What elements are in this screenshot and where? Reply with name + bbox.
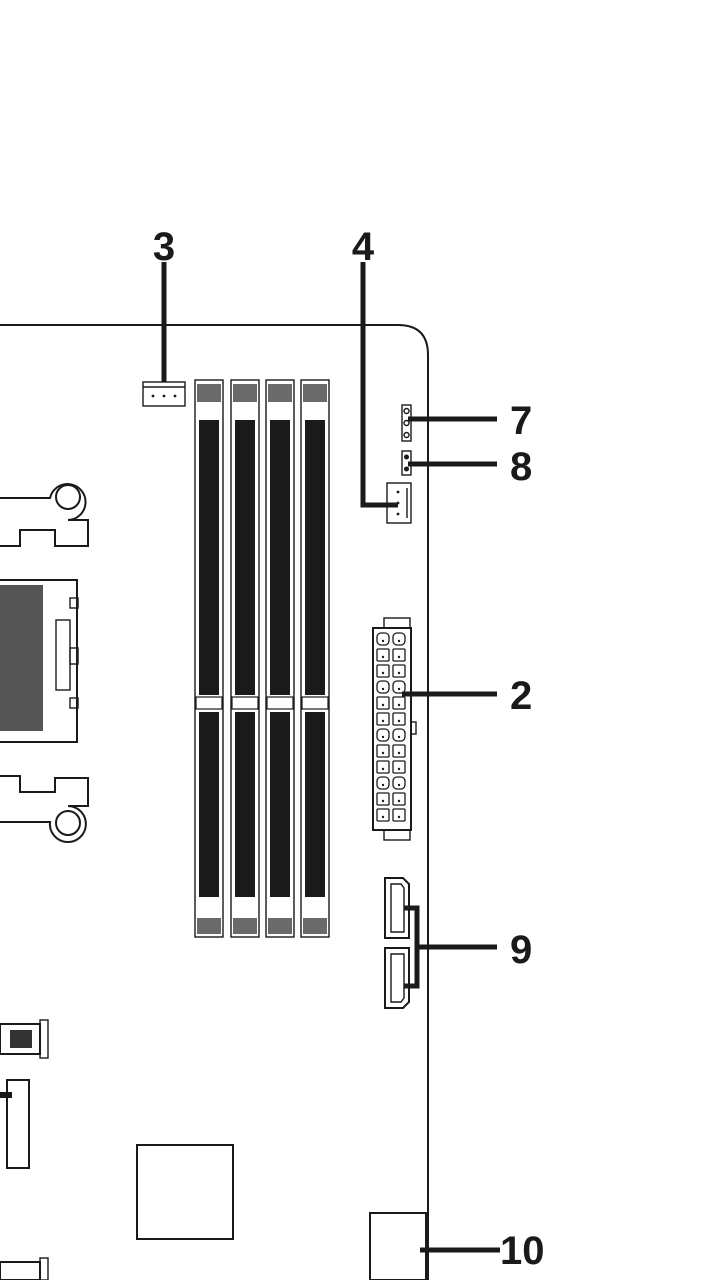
atx-pin-dot xyxy=(381,703,385,707)
small-connector-1 xyxy=(0,1019,49,1059)
cpu-bracket-top xyxy=(0,483,89,547)
atx-pin-dot xyxy=(381,799,385,803)
atx-pin xyxy=(376,712,390,726)
atx-pin-dot xyxy=(381,719,385,723)
callout-10: 10 xyxy=(500,1229,545,1273)
atx-pin-dot xyxy=(381,767,385,771)
atx-pin-dot xyxy=(397,815,401,819)
jumper-pins-7 xyxy=(401,404,412,442)
atx-pin xyxy=(392,760,406,774)
sata-port-2 xyxy=(384,947,410,1009)
atx-pin-dot xyxy=(397,703,401,707)
atx-pin xyxy=(376,680,390,694)
atx-pin xyxy=(392,808,406,822)
atx-pin xyxy=(392,632,406,646)
atx-pin xyxy=(392,664,406,678)
atx-pin xyxy=(392,680,406,694)
atx-pin-dot xyxy=(381,815,385,819)
atx-pin xyxy=(392,648,406,662)
atx-pin xyxy=(392,696,406,710)
atx-pin xyxy=(376,664,390,678)
atx-pin-dot xyxy=(397,655,401,659)
atx-pin xyxy=(376,760,390,774)
vertical-slot xyxy=(0,1079,30,1169)
atx-pin-dot xyxy=(397,767,401,771)
atx-pin-dot xyxy=(397,719,401,723)
chip-item-10 xyxy=(369,1212,427,1280)
atx-pin-dot xyxy=(397,783,401,787)
callout-9: 9 xyxy=(510,928,532,972)
atx-pin xyxy=(392,744,406,758)
atx-pin xyxy=(376,776,390,790)
atx-pin-dot xyxy=(397,751,401,755)
atx-pin-dot xyxy=(381,655,385,659)
board-outline xyxy=(0,324,429,1280)
fan-header-top xyxy=(142,381,186,407)
atx-pin xyxy=(376,792,390,806)
atx-pin-dot xyxy=(397,687,401,691)
atx-pin-dot xyxy=(397,671,401,675)
atx-pin xyxy=(392,776,406,790)
atx-pin-dot xyxy=(397,639,401,643)
dimm-slot-3 xyxy=(265,379,295,938)
atx-pin-dot xyxy=(397,799,401,803)
callout-7: 7 xyxy=(510,399,532,443)
atx-pin xyxy=(376,648,390,662)
atx-pin-dot xyxy=(381,735,385,739)
atx-pin xyxy=(376,632,390,646)
atx-pin xyxy=(376,744,390,758)
small-connector-2 xyxy=(0,1257,49,1280)
atx-pin xyxy=(376,696,390,710)
atx-pin-dot xyxy=(381,639,385,643)
atx-pin xyxy=(376,808,390,822)
atx-pin-dot xyxy=(381,783,385,787)
leader-lines xyxy=(161,262,500,1253)
atx-pin xyxy=(392,792,406,806)
dimm-slot-1 xyxy=(194,379,224,938)
atx-pin xyxy=(392,712,406,726)
callout-4: 4 xyxy=(352,225,375,269)
atx-pin-dot xyxy=(397,735,401,739)
callout-3: 3 xyxy=(153,225,175,269)
atx-pin-dot xyxy=(381,687,385,691)
chip-square xyxy=(136,1144,234,1240)
callout-8: 8 xyxy=(510,445,532,489)
atx-pin-dot xyxy=(381,671,385,675)
callout-2: 2 xyxy=(510,674,532,718)
atx-pin xyxy=(392,728,406,742)
cpu-socket xyxy=(0,579,79,743)
atx-pin xyxy=(376,728,390,742)
atx-pin-dot xyxy=(381,751,385,755)
dimm-slot-2 xyxy=(230,379,260,938)
dimm-slot-4 xyxy=(300,379,330,938)
atx-power-connector xyxy=(372,617,417,841)
cpu-bracket-bottom xyxy=(0,775,89,843)
